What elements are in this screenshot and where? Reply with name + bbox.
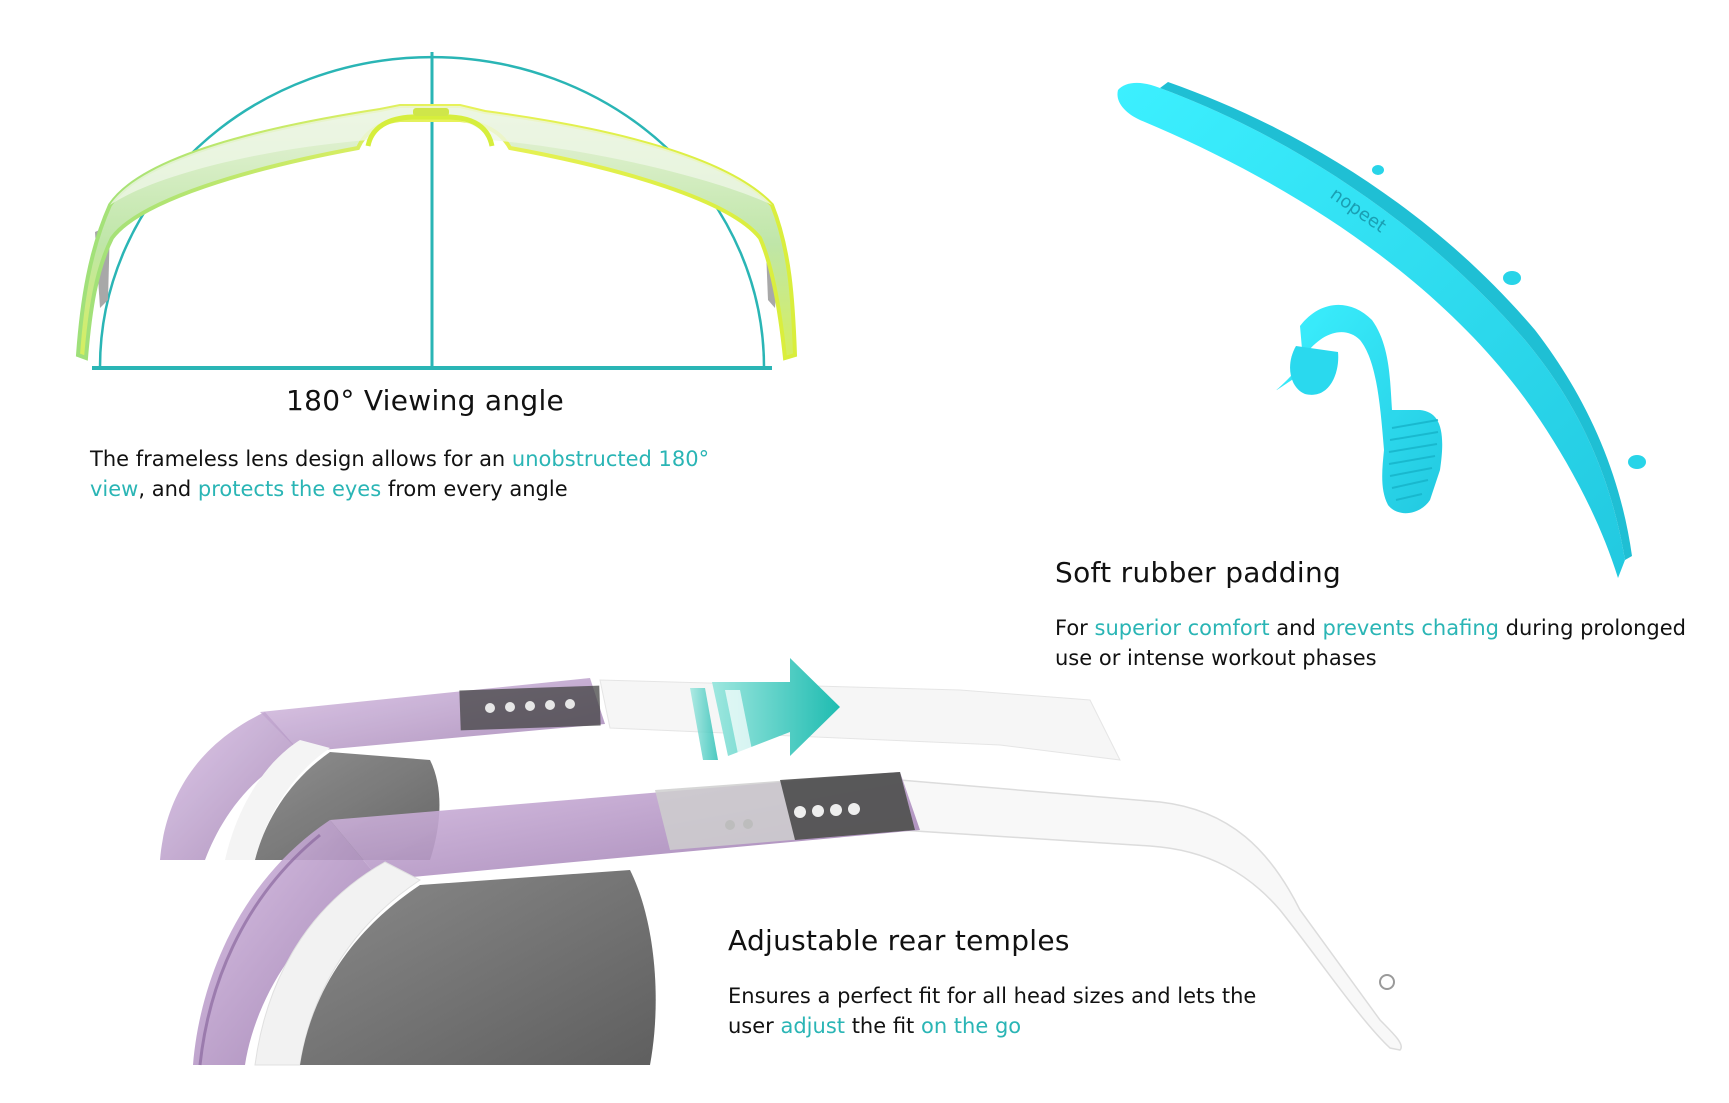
viewing-text-1: The frameless lens design allows for an (90, 447, 512, 471)
viewing-highlight-1: unobstructed 180° view (90, 447, 710, 501)
adjust-arrow (690, 658, 840, 760)
padding-text-1: For (1055, 616, 1095, 640)
padding-highlight-1: superior comfort (1094, 616, 1270, 640)
rubber-padding-description: For superior comfort and prevents chafin… (1055, 613, 1695, 673)
rubber-padding-title: Soft rubber padding (1055, 556, 1342, 589)
temples-highlight-2: on the go (920, 1014, 1022, 1038)
temples-highlight-1: adjust (780, 1014, 846, 1038)
temples-text-2: the fit (845, 1014, 921, 1038)
viewing-highlight-2: protects the eyes (197, 477, 382, 501)
padding-highlight-2: prevents chafing (1322, 616, 1499, 640)
viewing-angle-title: 180° Viewing angle (286, 384, 565, 417)
rear-temples-title: Adjustable rear temples (728, 924, 1070, 957)
rear-temples-section: Adjustable rear temples Ensures a perfec… (728, 924, 1288, 1041)
temples-text-1: Ensures a perfect fit for all head sizes… (728, 984, 1257, 1038)
padding-text-3: during prolonged use or intense workout … (1055, 616, 1687, 670)
viewing-text-3: from every angle (381, 477, 568, 501)
lens-shield (75, 104, 798, 361)
viewing-text-2: , and (138, 477, 198, 501)
viewing-angle-description: The frameless lens design allows for an … (90, 444, 740, 504)
padding-text-2: and (1269, 616, 1323, 640)
rubber-pad-illustration: nopeet (1117, 82, 1646, 579)
temple-front (193, 772, 1402, 1066)
rubber-padding-section: Soft rubber padding For superior comfort… (1055, 556, 1695, 673)
rear-temples-description: Ensures a perfect fit for all head sizes… (728, 981, 1288, 1041)
temple-illustration (160, 658, 1402, 1066)
viewing-angle-diagram (75, 52, 798, 370)
